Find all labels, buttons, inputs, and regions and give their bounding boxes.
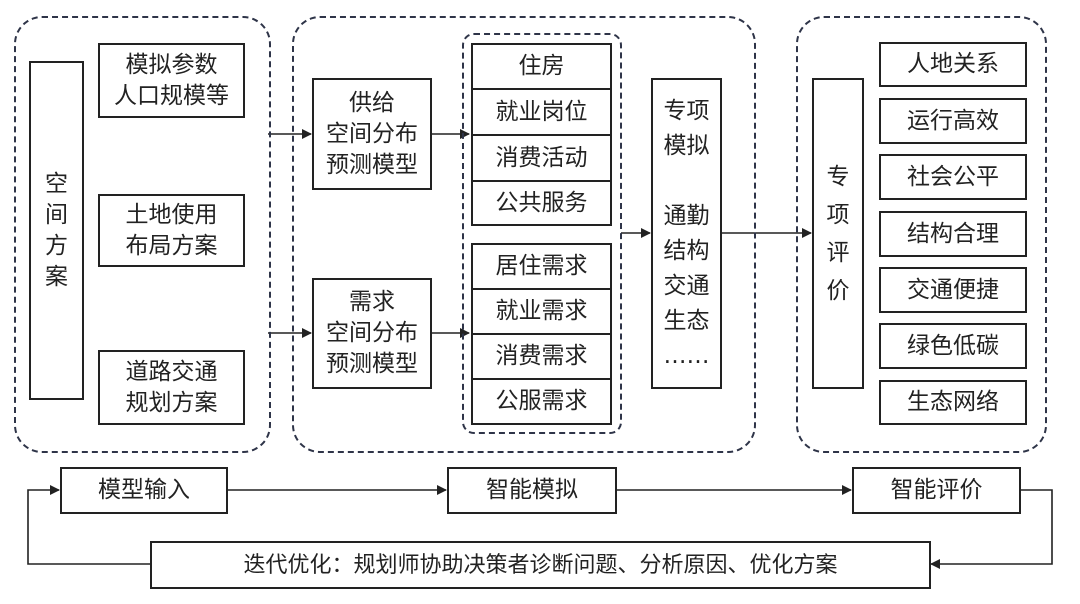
- road-plan-box: 道路交通 规划方案: [98, 350, 245, 425]
- eval-item: 生态网络: [879, 380, 1027, 425]
- eval-item: 运行高效: [879, 98, 1027, 144]
- supply-model-box: 供给 空间分布 预测模型: [312, 78, 432, 190]
- demand-item: 就业需求: [471, 288, 612, 335]
- smart-eval-box: 智能评价: [852, 467, 1021, 514]
- demand-item: 消费需求: [471, 333, 612, 380]
- model-input-box: 模型输入: [60, 467, 228, 514]
- arrow-eval-to-iterate: [930, 489, 1053, 569]
- eval-item: 结构合理: [879, 211, 1027, 257]
- simulation-group: [292, 16, 756, 453]
- iterate-box: 迭代优化：规划师协助决策者诊断问题、分析原因、优化方案: [150, 541, 931, 589]
- arrow-iterate-to-input: [27, 485, 150, 565]
- eval-item: 人地关系: [879, 42, 1027, 87]
- inner-items-group: [462, 33, 622, 434]
- supply-item: 公共服务: [471, 180, 612, 226]
- demand-item: 居住需求: [471, 243, 612, 290]
- input-group: [14, 16, 271, 453]
- land-use-box: 土地使用 布局方案: [98, 194, 245, 267]
- supply-item: 住房: [471, 43, 612, 90]
- eval-item: 社会公平: [879, 154, 1027, 200]
- sim-params-box: 模拟参数 人口规模等: [98, 43, 245, 118]
- eval-item: 绿色低碳: [879, 323, 1027, 369]
- evaluation-group: [796, 16, 1047, 453]
- demand-item: 公服需求: [471, 378, 612, 425]
- demand-model-box: 需求 空间分布 预测模型: [312, 278, 432, 389]
- special-eval-box: 专 项 评 价: [812, 78, 864, 389]
- eval-item: 交通便捷: [879, 267, 1027, 313]
- special-sim-box: 专项 模拟 通勤 结构 交通 生态 ……: [651, 78, 722, 389]
- supply-item: 就业岗位: [471, 88, 612, 136]
- space-plan-box: 空 间 方 案: [29, 61, 84, 400]
- supply-item: 消费活动: [471, 134, 612, 182]
- smart-sim-box: 智能模拟: [447, 467, 617, 514]
